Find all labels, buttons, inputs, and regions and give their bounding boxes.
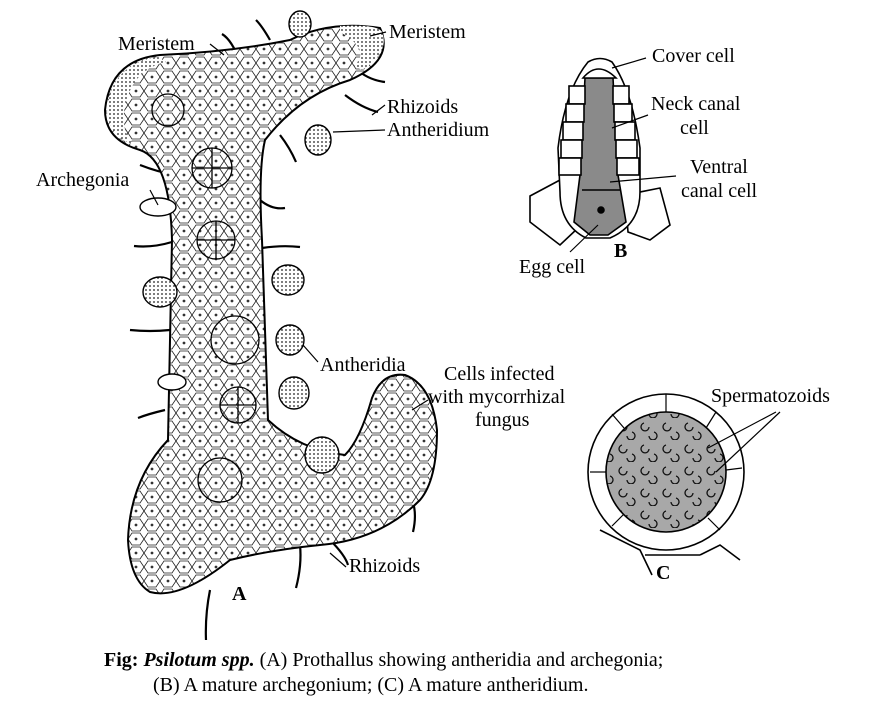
base-tissue (599, 529, 741, 576)
rhizoid (344, 94, 379, 114)
meristem-zone-left (107, 57, 166, 145)
rosette (210, 315, 260, 365)
egg-nucleus (597, 206, 605, 214)
antheridium (271, 264, 305, 296)
psilotum-diagram: Meristem Meristem Rhizoids Antheridium A… (36, 10, 830, 640)
label-antheridium: Antheridium (387, 119, 490, 141)
figure-caption: Fig: Psilotum spp. (A) Prothallus showin… (104, 648, 864, 698)
label-rhizoids-top: Rhizoids (387, 96, 458, 118)
jacket-cells (590, 394, 743, 531)
label-ventral-line1: Ventral (690, 156, 748, 178)
rhizoid (204, 589, 212, 640)
rhizoid (259, 199, 286, 210)
panel-label-b: B (614, 240, 627, 262)
panel-label-c: C (656, 562, 670, 584)
label-antheridia: Antheridia (320, 354, 406, 376)
label-egg-cell: Egg cell (519, 256, 586, 278)
rhizoid (129, 328, 171, 333)
caption-line-2: (B) A mature archegonium; (C) A mature a… (153, 674, 589, 696)
antheridium (142, 276, 178, 308)
archegonium-small (157, 373, 187, 391)
leader-lines-b (569, 57, 677, 253)
label-neck-canal-line2: cell (680, 117, 709, 139)
label-rhizoids-bottom: Rhizoids (349, 555, 420, 577)
label-cover-cell: Cover cell (652, 45, 735, 67)
rosette (151, 93, 185, 127)
archegonium-b (529, 57, 671, 247)
panel-label-a: A (232, 583, 247, 605)
caption-fig-prefix: Fig: (104, 649, 139, 671)
label-archegonia: Archegonia (36, 169, 129, 191)
label-meristem-right: Meristem (389, 21, 466, 43)
rosette (197, 457, 243, 503)
label-infected-line2: with mycorrhizal (428, 386, 566, 408)
caption-line-1: Fig: Psilotum spp. (A) Prothallus showin… (104, 648, 864, 673)
antheridium (278, 376, 310, 410)
meristem-zone-right (340, 25, 384, 71)
rhizoid (294, 544, 302, 589)
cover-cells (581, 68, 618, 79)
leader-lines-a (149, 31, 429, 568)
label-infected-line3: fungus (475, 409, 530, 431)
label-infected-line1: Cells infected (444, 363, 555, 385)
neck-cells (558, 85, 640, 176)
antheridium (288, 10, 312, 38)
label-neck-canal-line1: Neck canal (651, 93, 741, 115)
rhizoid (137, 408, 166, 420)
caption-line1-text: (A) Prothallus showing antheridia and ar… (259, 649, 664, 671)
archegonium-small (139, 197, 177, 217)
label-meristem-left: Meristem (118, 33, 195, 55)
prothallus-a (103, 10, 439, 640)
caption-genus: Psilotum spp. (143, 649, 255, 671)
rhizoid (261, 245, 301, 250)
rhizoid (255, 19, 271, 41)
internal-cell-rosettes (151, 93, 260, 503)
antheridium-c (587, 393, 745, 576)
antheridium (304, 436, 340, 474)
label-spermatozoids: Spermatozoids (711, 385, 830, 407)
antheridia-group (139, 10, 340, 474)
label-ventral-line2: canal cell (681, 180, 757, 202)
antheridium (275, 324, 305, 356)
antheridium (304, 124, 332, 156)
rhizoid (133, 240, 173, 248)
rhizoid (279, 134, 298, 163)
leader-lines-c (707, 411, 781, 473)
